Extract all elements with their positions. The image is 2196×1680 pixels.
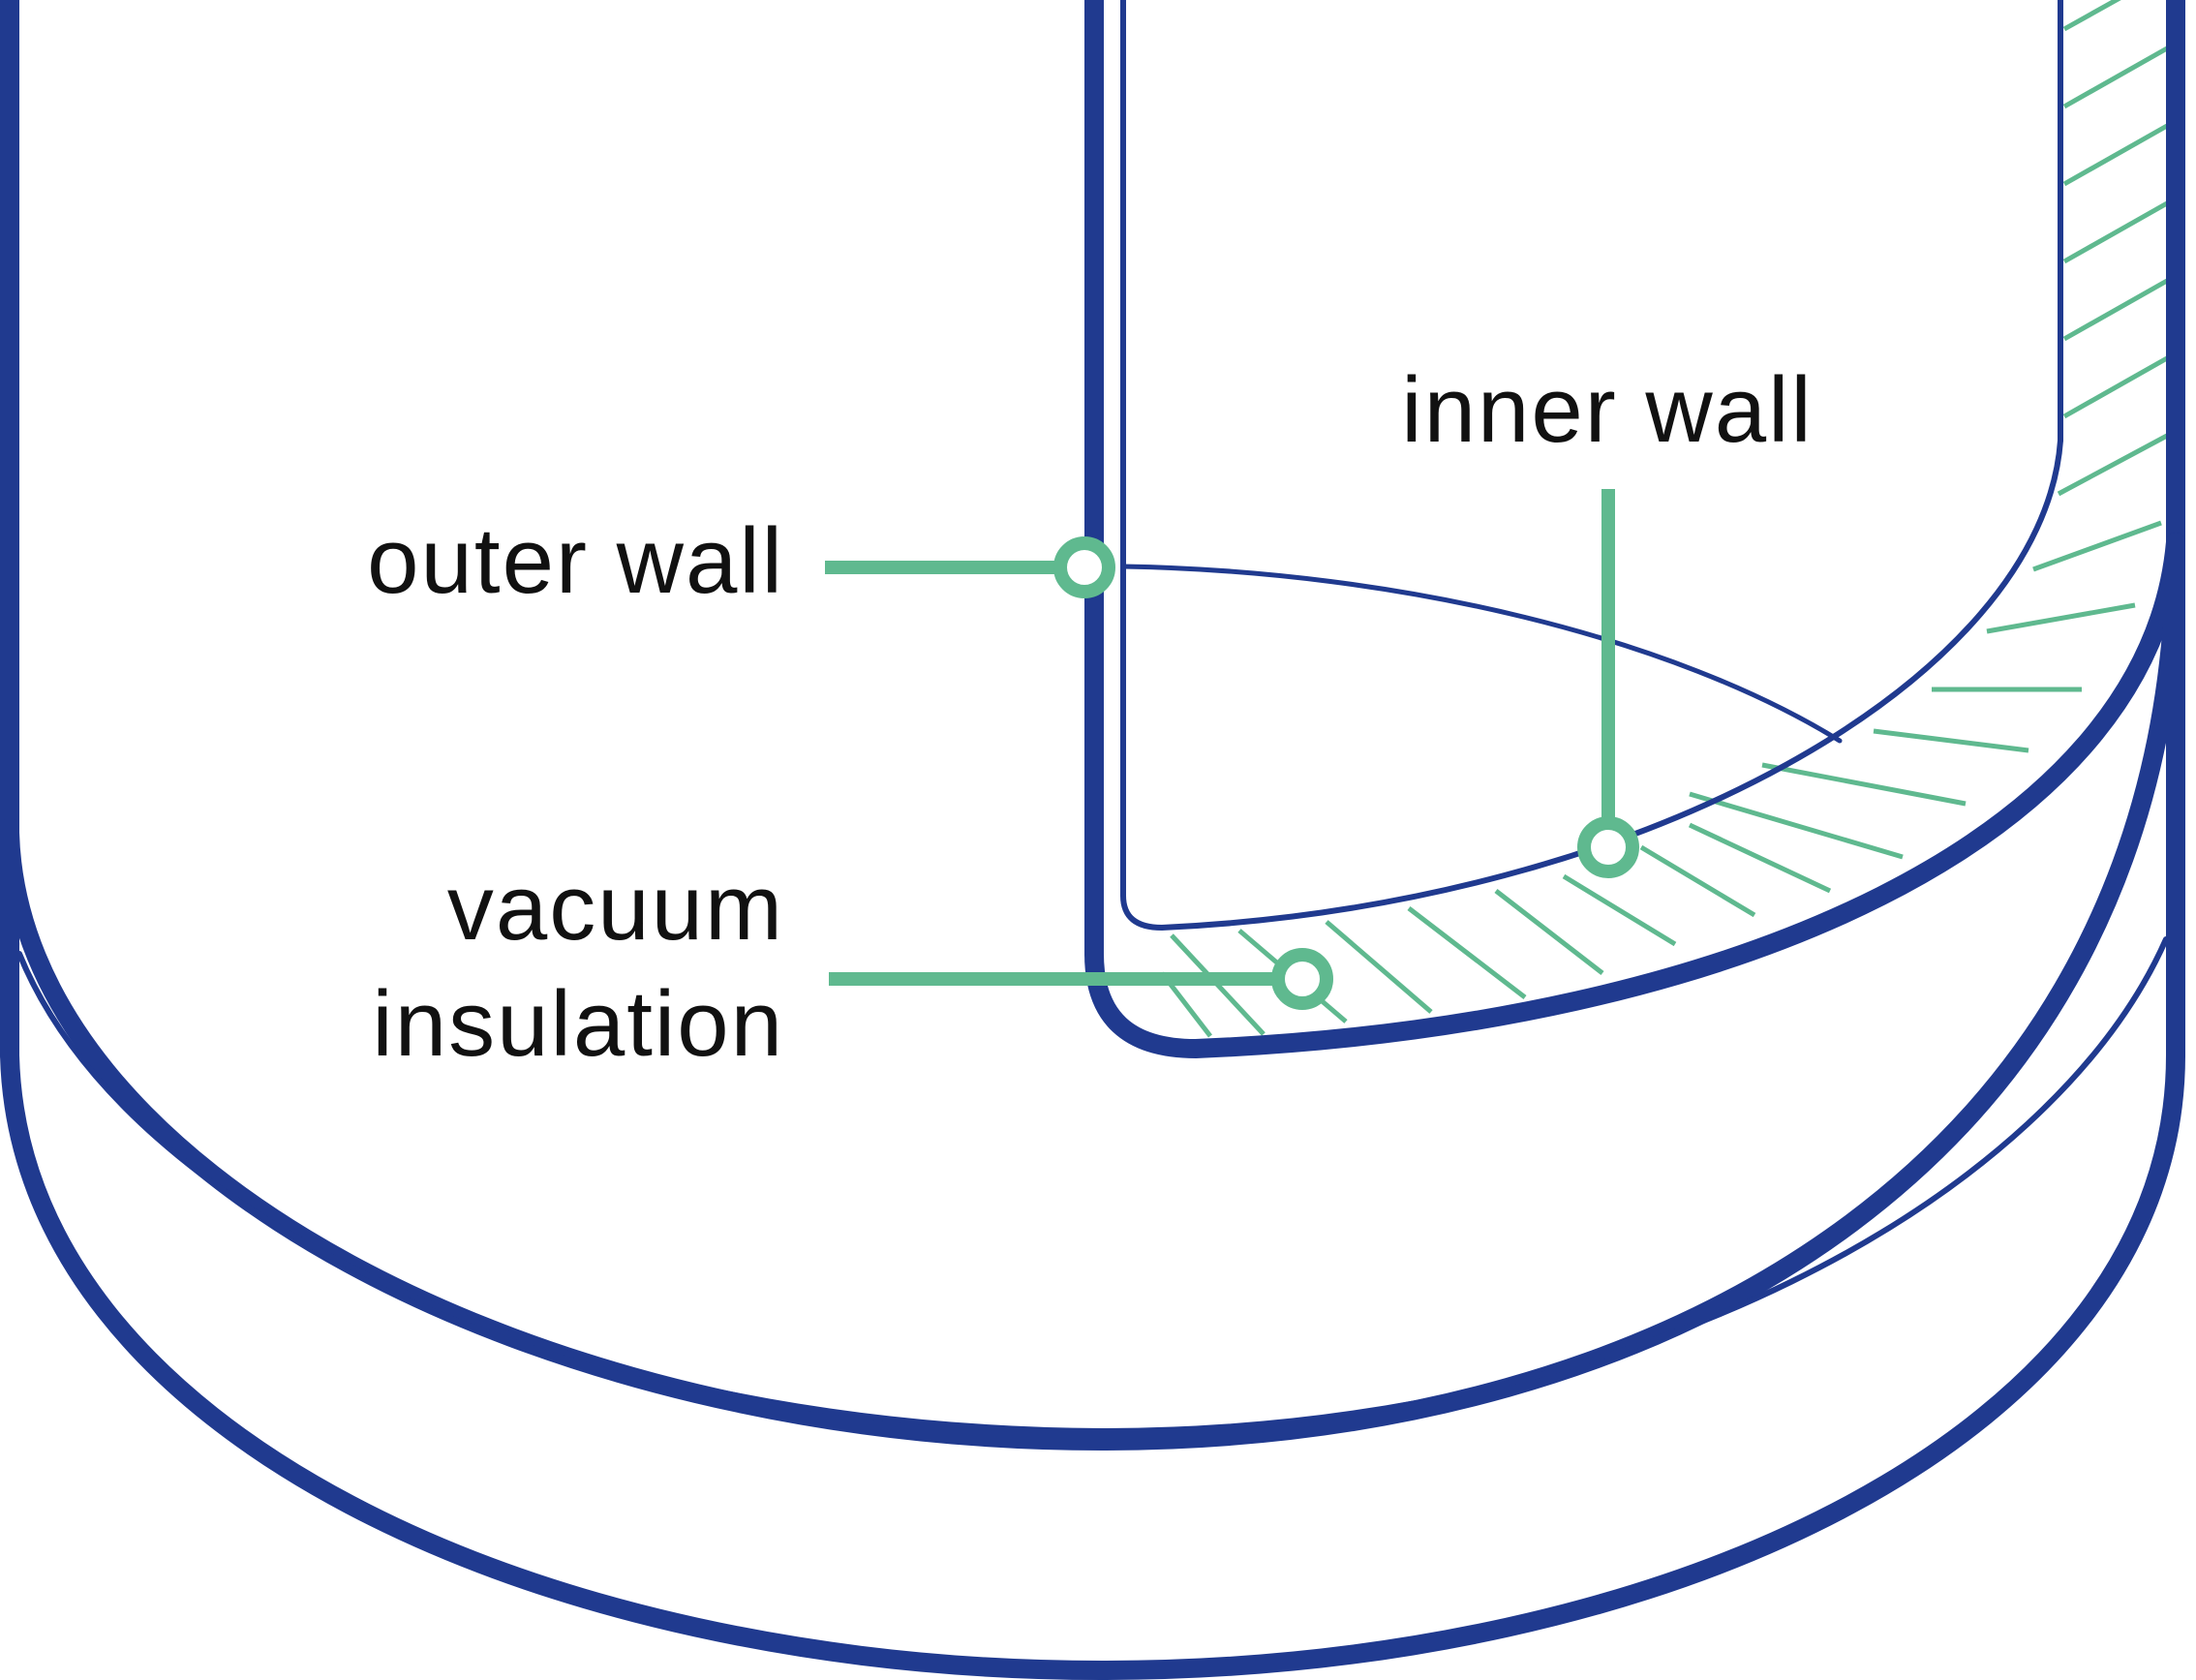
inner-wall-marker-ring [1577,816,1639,878]
vacuum-insulation-hatching [1160,0,2169,1038]
vacuum-insulation-marker-ring [1271,948,1333,1010]
outer-wall-label: outer wall [367,509,784,613]
outer-wall-marker-ring [1053,536,1115,598]
vacuum-insulation-label-line1: vacuum [447,856,784,960]
callout-markers [1053,536,1639,1010]
vacuum-insulation-label-line2: insulation [372,972,784,1076]
callout-lines [825,489,1615,986]
inner-wall-label: inner wall [1401,358,1814,462]
